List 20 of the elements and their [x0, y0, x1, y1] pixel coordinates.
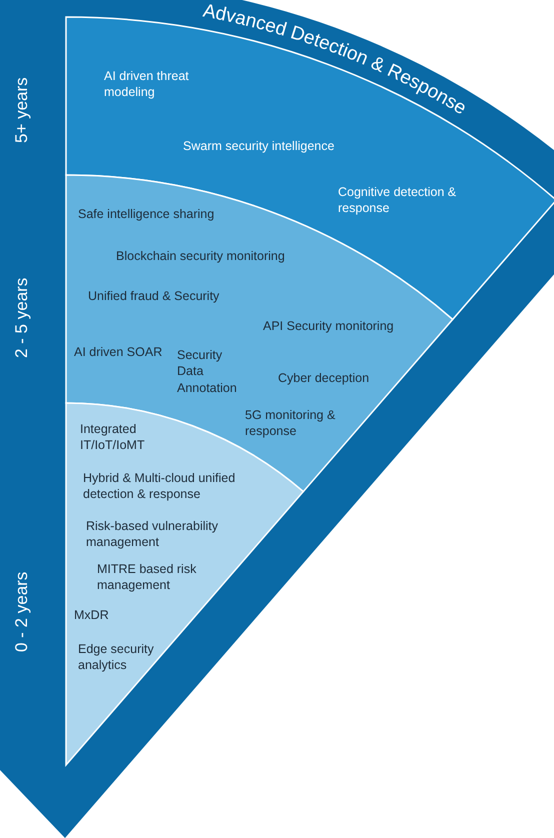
- capability-label: Swarm security intelligence: [183, 138, 334, 154]
- capability-label: Safe intelligence sharing: [78, 206, 214, 222]
- capability-label: Security Data Annotation: [177, 347, 238, 396]
- capability-label: Cognitive detection & response: [338, 184, 458, 216]
- capability-label: AI driven SOAR: [74, 344, 162, 360]
- capability-label: MITRE based risk management: [97, 561, 198, 594]
- capability-label: AI driven threat modeling: [104, 68, 190, 100]
- capability-label: Cyber deception: [278, 370, 370, 386]
- horizon-label: 0 - 2 years: [12, 572, 32, 652]
- capability-label: MxDR: [74, 607, 109, 624]
- capability-label: Unified fraud & Security: [88, 288, 220, 304]
- capability-label: Risk-based vulnerability management: [86, 518, 220, 550]
- capability-label: Integrated IT/IoT/IoMT: [80, 421, 146, 454]
- capability-label: 5G monitoring & response: [245, 407, 336, 440]
- capability-label: API Security monitoring: [263, 318, 394, 334]
- capability-label: Hybrid & Multi-cloud unified detection & response: [83, 470, 236, 502]
- horizon-label: 2 - 5 years: [12, 278, 32, 358]
- capability-label: Edge security analytics: [78, 641, 155, 674]
- horizon-label: 5+ years: [12, 77, 32, 143]
- capability-label: Blockchain security monitoring: [116, 248, 285, 264]
